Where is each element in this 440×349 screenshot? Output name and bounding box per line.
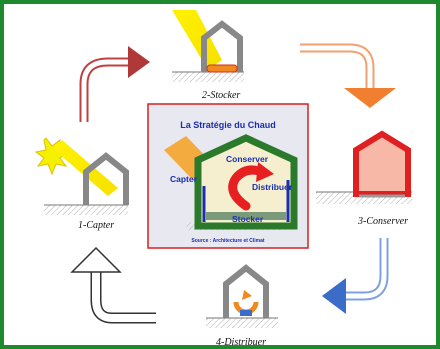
center-box: La Stratégie du Chaud Conserver Capter D…: [147, 103, 309, 249]
conserver-house: 3-Conserver: [316, 130, 412, 227]
ground-hatch: [44, 205, 128, 215]
arrow-distribuer-to-capter: [70, 246, 156, 324]
stocker-house: 2-Stocker: [172, 10, 244, 101]
label-conserver: 3-Conserver: [357, 216, 408, 227]
distribution-arrow: [228, 165, 267, 211]
ground-hatch: [172, 72, 244, 82]
arrow-stocker-to-conserver: [300, 43, 396, 108]
arrow-capter-to-stocker: [79, 46, 150, 122]
label-capter: 1-Capter: [78, 220, 114, 231]
distribuer-house: 4-Distribuer: [206, 264, 278, 348]
house-outline: [201, 20, 243, 72]
house-outline: [83, 152, 129, 205]
arrow-conserver-to-distribuer: [322, 238, 389, 314]
arrow-head: [344, 88, 396, 108]
arrow-head: [128, 46, 150, 78]
label-distribuer: 4-Distribuer: [216, 337, 266, 348]
label-capter-inner: Capter: [170, 174, 198, 184]
label-stocker-inner: Stocker: [232, 214, 264, 224]
house-outline: [223, 264, 269, 318]
arrow-head: [70, 246, 122, 273]
insulated-house: [353, 130, 411, 197]
thermal-mass: [206, 64, 238, 73]
label-conserver-inner: Conserver: [226, 154, 269, 164]
label-stocker: 2-Stocker: [202, 90, 240, 101]
center-source: Source : Architecture et Climat: [191, 238, 265, 244]
sun-ray: [52, 140, 118, 196]
capter-house: 1-Capter: [34, 137, 129, 231]
ground-hatch: [206, 318, 278, 328]
center-house: [194, 134, 298, 230]
arrow-head: [322, 278, 346, 314]
center-title: La Stratégie du Chaud: [180, 120, 276, 130]
label-distribuer-inner: Distribuer: [252, 182, 293, 192]
sun-ray: [172, 10, 222, 70]
